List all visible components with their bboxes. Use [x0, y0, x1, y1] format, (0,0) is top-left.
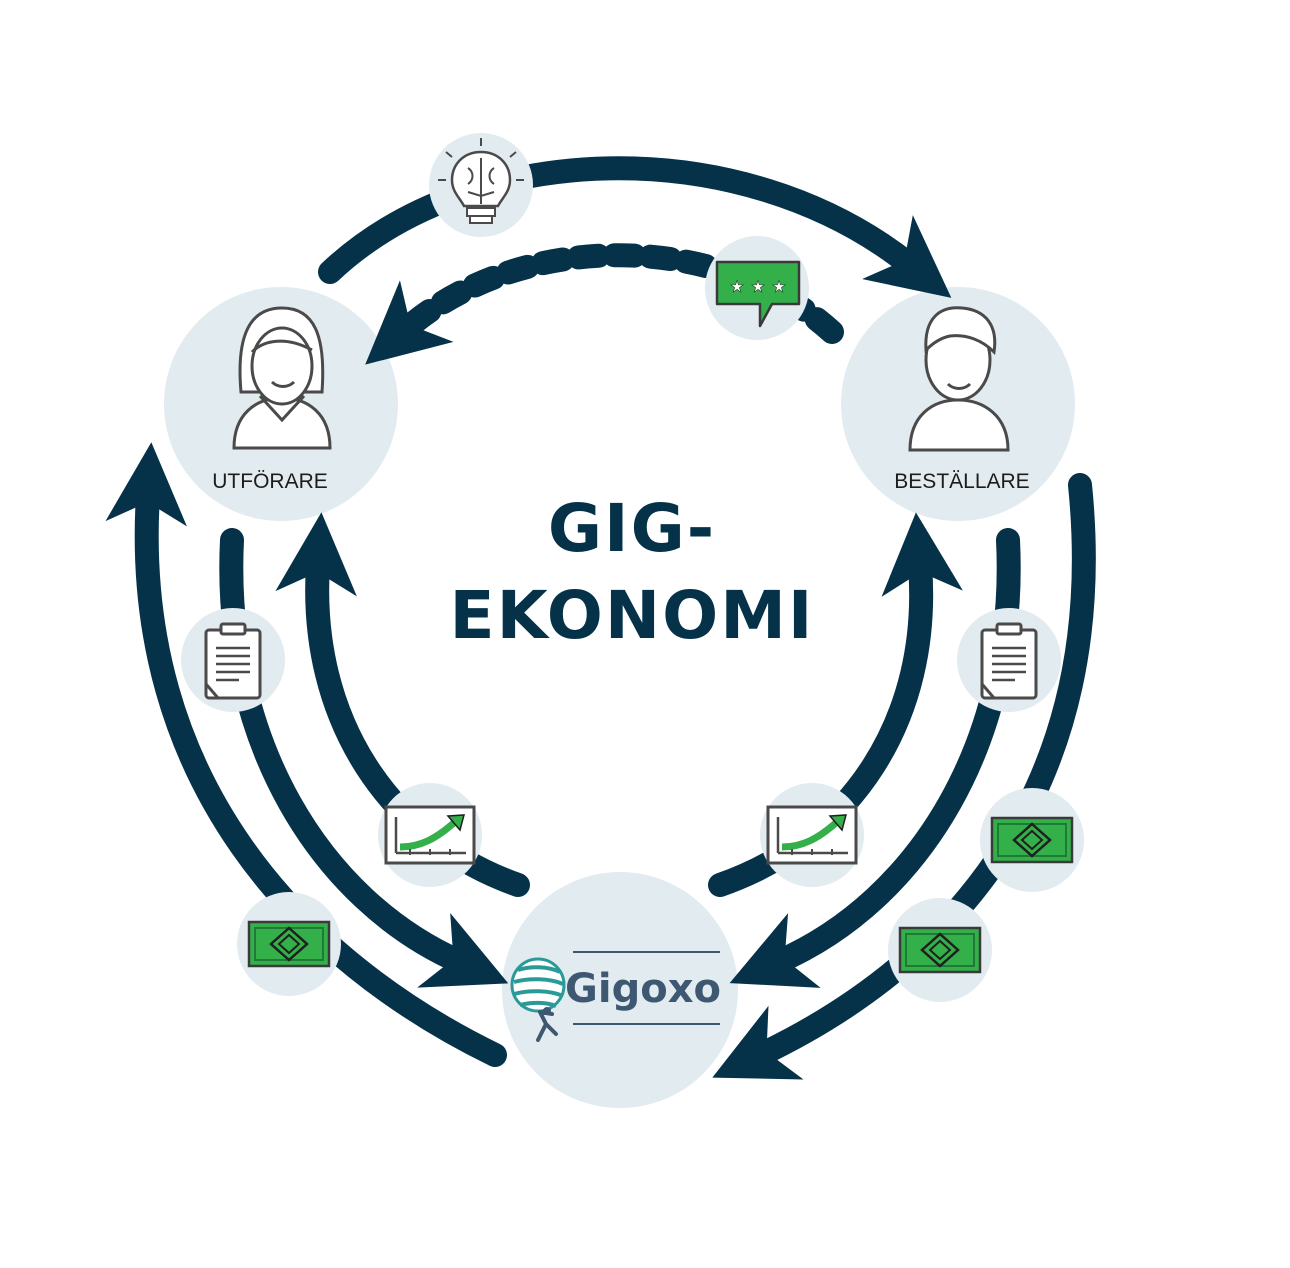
client-label: BESTÄLLARE — [894, 470, 1029, 493]
diagram-title-line1: GIG- — [548, 490, 716, 567]
money-bill-icon-right-upper — [980, 788, 1084, 892]
rating-stars-bubble-icon: ★ ★ ★ — [705, 236, 809, 340]
clipboard-icon-right — [957, 608, 1061, 712]
woman-avatar-icon — [232, 306, 332, 450]
clipboard-icon-left — [181, 608, 285, 712]
man-avatar-icon — [908, 306, 1010, 452]
money-bill-icon-left — [237, 892, 341, 996]
diagram-title-line2: EKONOMI — [450, 577, 815, 654]
money-bill-icon-right-lower — [888, 898, 992, 1002]
platform-node — [502, 872, 738, 1108]
lightbulb-brain-icon — [429, 133, 533, 237]
gigoxo-globe-logo — [510, 957, 566, 1042]
growth-chart-icon-right — [760, 783, 864, 887]
performer-label: UTFÖRARE — [212, 470, 328, 493]
svg-text:★: ★ — [772, 277, 786, 296]
svg-text:★: ★ — [730, 277, 744, 296]
arrow-performer-outer-up — [105, 442, 507, 1067]
arrow-top-idea — [318, 156, 952, 298]
platform-brand-label: Gigoxo — [565, 966, 721, 1012]
growth-chart-icon-left — [378, 783, 482, 887]
svg-text:★: ★ — [751, 277, 765, 296]
